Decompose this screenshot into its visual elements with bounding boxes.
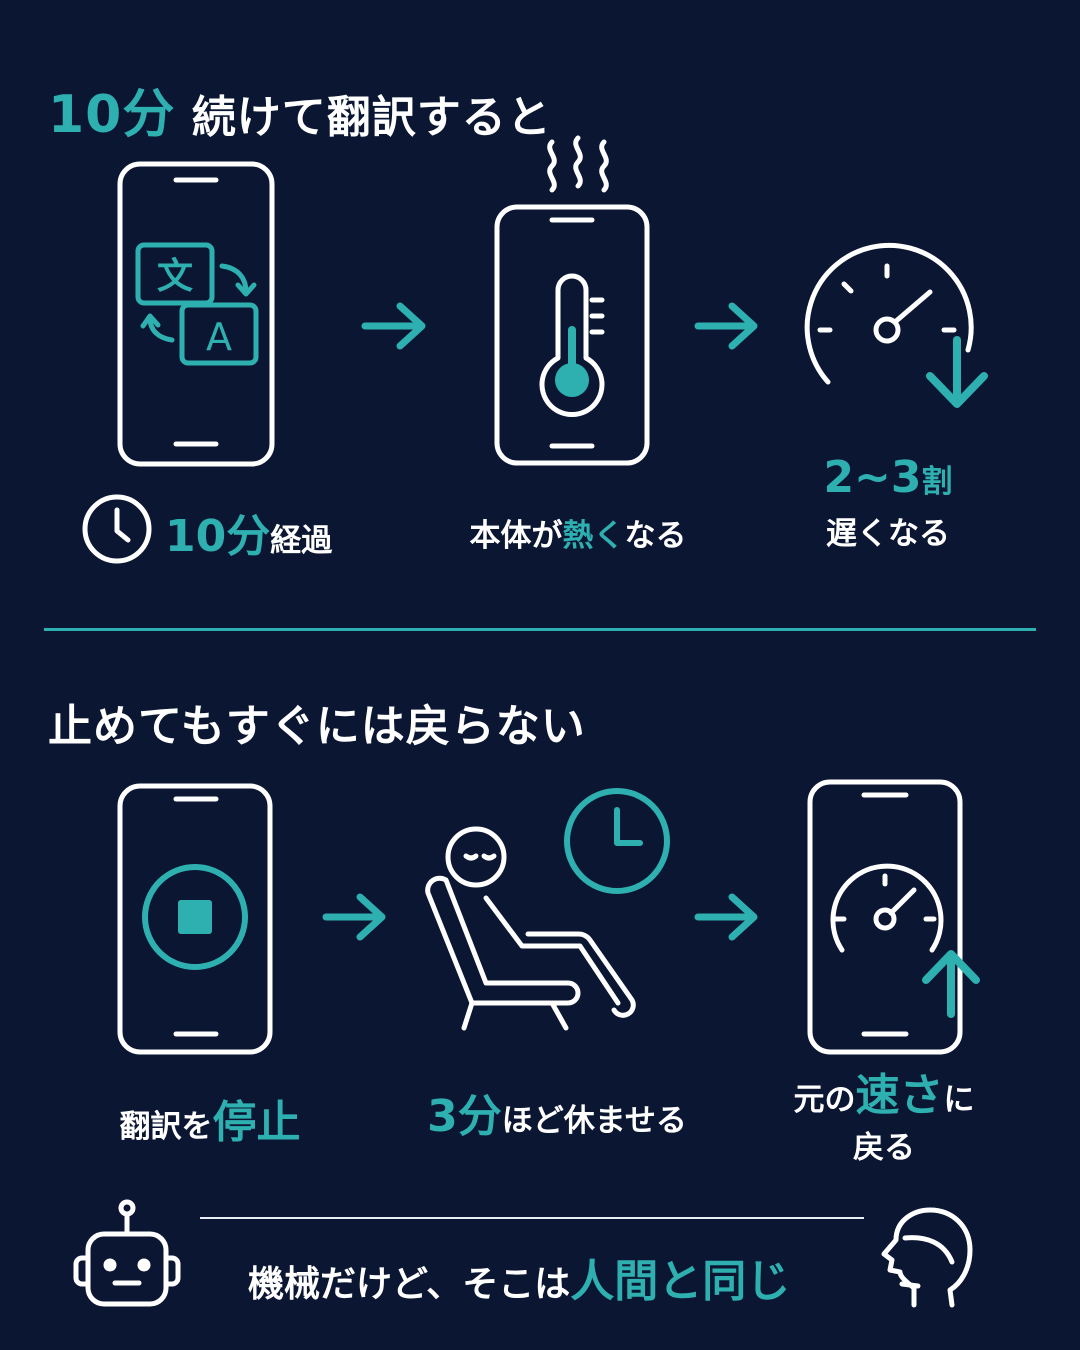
caption-text: 元の	[793, 1082, 856, 1118]
caption-accent: 3分	[427, 1091, 502, 1142]
caption-text: 経過	[270, 523, 333, 559]
caption-ratio: 2~3割	[800, 452, 976, 508]
caption-accent-unit: 割	[921, 464, 953, 500]
caption-accent: 2~3	[823, 452, 922, 503]
phone-translate-icon: 文 A	[117, 161, 275, 467]
caption-elapsed: 10分経過	[165, 500, 332, 564]
caption-text: 本体が	[469, 518, 563, 554]
caption-accent: 停止	[212, 1097, 301, 1148]
arrow-icon	[694, 302, 758, 350]
speedometer-down-icon	[804, 242, 988, 408]
footer-message: 機械だけど、そこは人間と同じ	[248, 1245, 790, 1309]
human-head-icon	[881, 1207, 973, 1308]
caption-text: 遅くなる	[826, 516, 950, 552]
caption-heats-up: 本体が熱くなる	[456, 510, 700, 555]
caption-accent: 速さ	[855, 1070, 944, 1121]
caption-line2: 戻る	[853, 1130, 915, 1166]
resting-person-icon	[425, 788, 670, 1031]
caption-rest: 3分ほど休ませる	[412, 1080, 702, 1144]
caption-text: 翻訳を	[119, 1109, 213, 1145]
robot-icon	[73, 1199, 181, 1307]
heading-accent: 10分	[48, 85, 176, 145]
svg-text:文: 文	[157, 256, 193, 297]
arrow-icon	[322, 893, 386, 941]
caption-stop: 翻訳を停止	[110, 1086, 310, 1150]
caption-text: ほど休ませる	[501, 1103, 687, 1139]
footer-accent: 人間と同じ	[570, 1256, 791, 1307]
clock-icon	[82, 494, 152, 564]
svg-text:A: A	[206, 315, 232, 359]
caption-accent: 10分	[165, 511, 271, 562]
caption-text: なる	[624, 518, 687, 554]
section2-heading: 止めてもすぐには戻らない	[48, 701, 586, 752]
caption-text: に	[943, 1082, 975, 1118]
caption-slower: 2~3割 遅くなる	[800, 452, 976, 560]
caption-recover: 元の速さに 戻る	[784, 1072, 984, 1172]
section1-heading: 10分 続けて翻訳すると	[48, 72, 552, 147]
phone-stop-icon	[117, 783, 273, 1055]
phone-speedometer-up-icon	[807, 779, 980, 1055]
caption-line1: 元の速さに	[784, 1072, 984, 1124]
arrow-icon	[694, 893, 758, 941]
phone-thermometer-icon	[494, 135, 650, 466]
heading-text: 続けて翻訳すると	[191, 92, 552, 143]
section-divider	[44, 628, 1036, 631]
footer-divider	[200, 1217, 864, 1219]
caption-accent: 熱く	[562, 518, 625, 554]
arrow-icon	[361, 302, 426, 350]
footer-text: 機械だけど、そこは	[248, 1264, 571, 1305]
